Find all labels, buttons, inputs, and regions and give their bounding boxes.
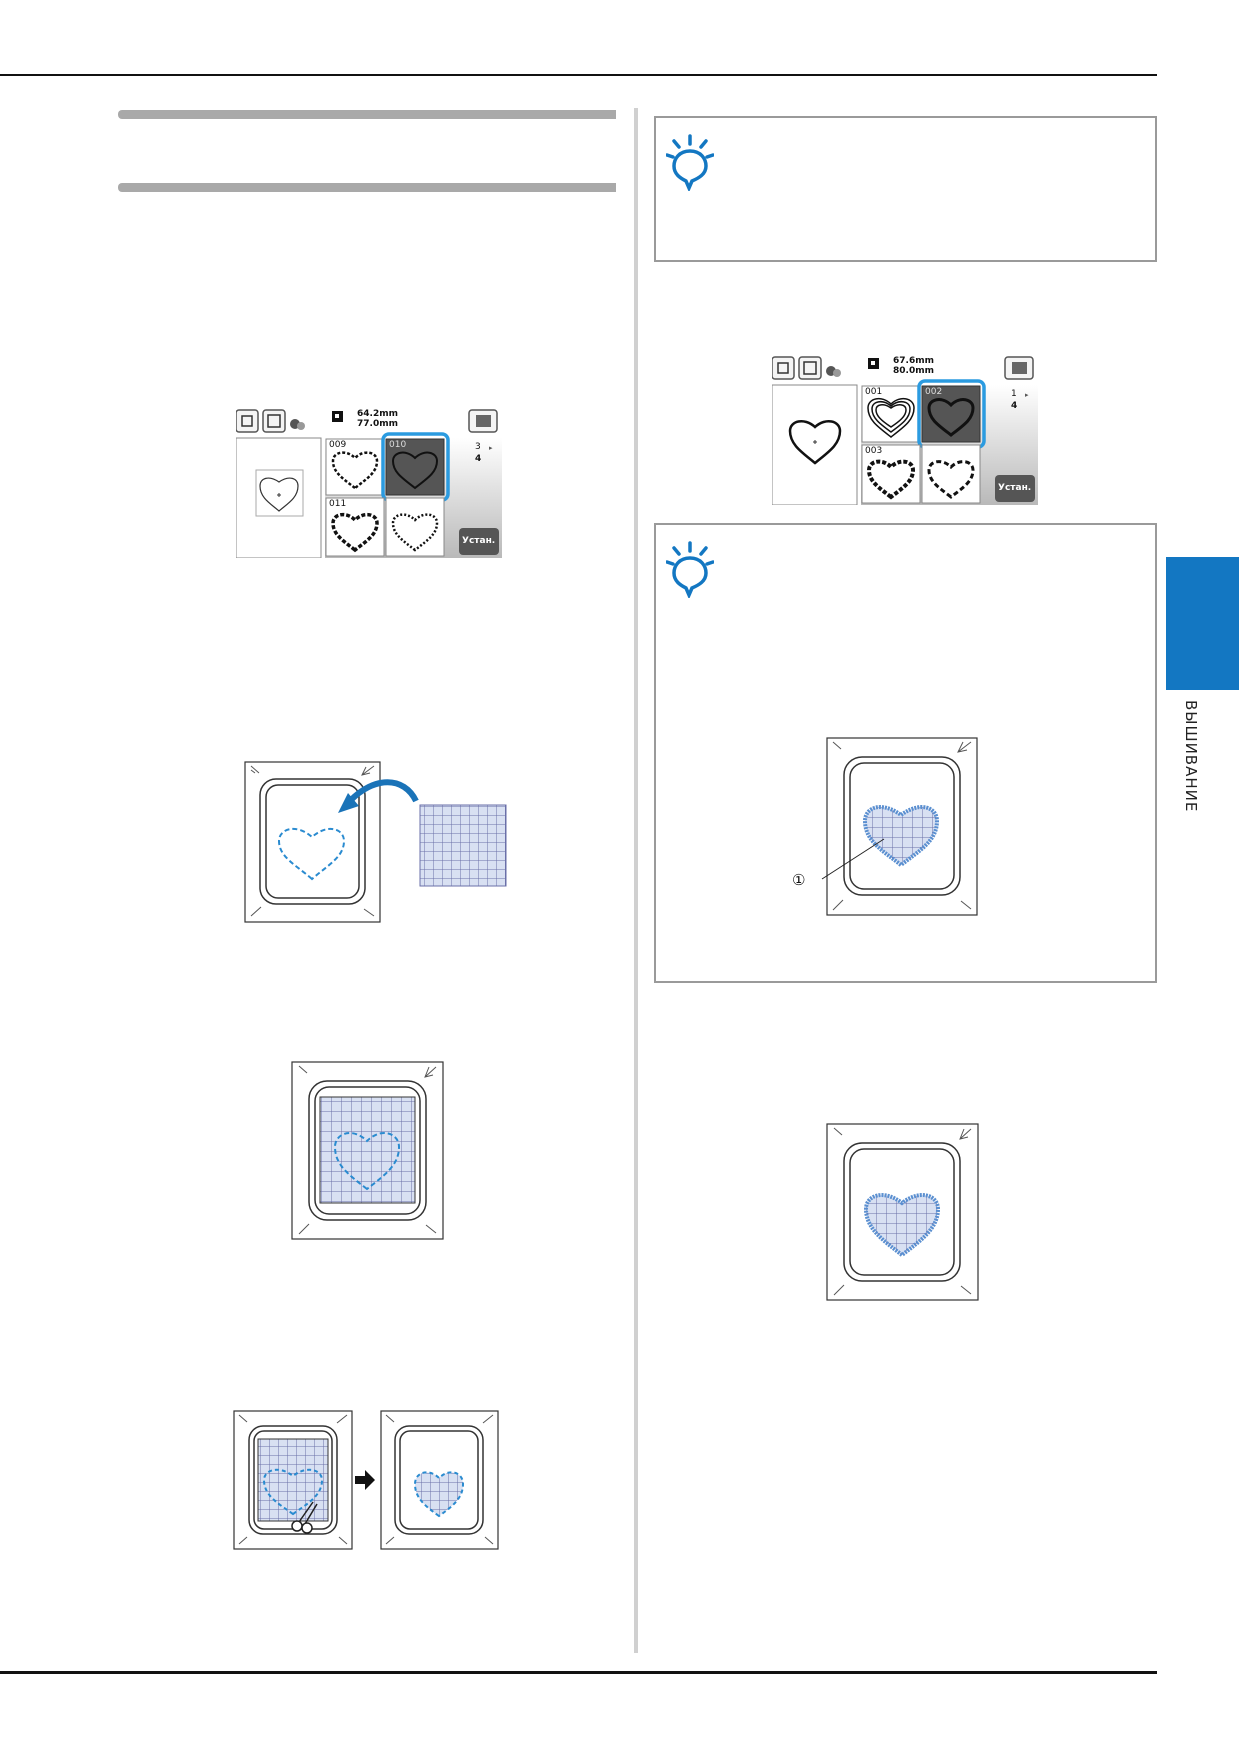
applique-result-illustration: [821, 737, 978, 916]
hoop-fabric-placement-illustration: [244, 761, 507, 923]
size-width: 67.6mm: [893, 356, 934, 366]
pattern-label-009: 009: [329, 440, 347, 450]
size-height: 77.0mm: [357, 419, 398, 429]
size-width: 64.2mm: [357, 409, 398, 419]
pattern-label-002: 002: [925, 387, 943, 397]
callout-number: ①: [792, 871, 806, 889]
top-rule: [0, 74, 1157, 76]
heading-bar-top: [118, 110, 616, 119]
note-lightbulb-icon: [666, 134, 714, 191]
page-next-icon[interactable]: ▸: [1025, 392, 1029, 399]
section-tab-label: ВЫШИВАНИЕ: [1182, 700, 1200, 813]
note-box-1: [654, 116, 1157, 262]
bottom-rule: [0, 1671, 1157, 1674]
page-number: 1: [1011, 389, 1017, 399]
page-total: 4: [1011, 401, 1018, 411]
pattern-label-001: 001: [865, 387, 883, 397]
page-total: 4: [475, 454, 482, 464]
column-divider: [634, 108, 638, 1653]
pattern-label-010: 010: [389, 440, 407, 450]
final-applique-illustration: [826, 1123, 979, 1301]
lcd-screen-right: 67.6mm 80.0mm 1 4 ▸ 001 002 003 Устан.: [771, 355, 1038, 506]
page-next-icon[interactable]: ▸: [489, 445, 493, 452]
note-lightbulb-icon: [666, 541, 714, 598]
set-button[interactable]: Устан.: [462, 536, 496, 546]
hoop-fabric-sewn-illustration: [291, 1061, 444, 1240]
heading-bar-bottom: [118, 183, 616, 192]
cut-fabric-illustration: [233, 1410, 499, 1550]
page-number: 3: [475, 442, 481, 452]
pattern-label-003: 003: [865, 446, 883, 456]
size-height: 80.0mm: [893, 366, 934, 376]
lcd-screen-left: 64.2mm 77.0mm 3 4 ▸ 009 010 011 Устан.: [235, 408, 502, 559]
pattern-label-011: 011: [329, 499, 347, 509]
section-tab: [1166, 557, 1239, 690]
set-button[interactable]: Устан.: [998, 483, 1032, 493]
